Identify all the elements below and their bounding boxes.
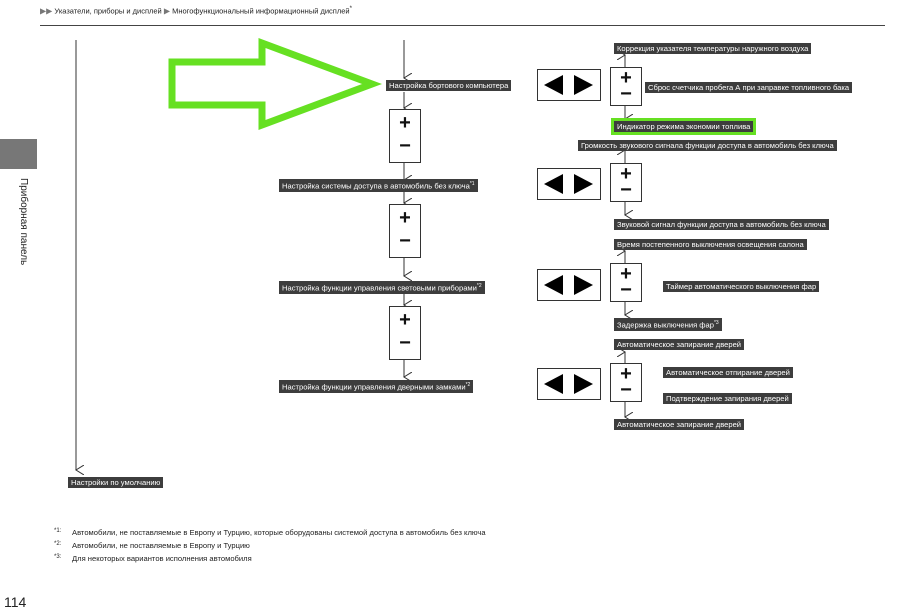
right-arrow-icon xyxy=(574,75,593,95)
section-label: Приборная панель xyxy=(18,178,29,266)
breadcrumb: ▶▶ Указатели, приборы и дисплей ▶ Многоф… xyxy=(40,5,352,16)
main-plus-minus-1[interactable]: +− xyxy=(389,109,421,163)
sub-plus-minus-1[interactable]: +− xyxy=(610,67,642,106)
menu-door-locks[interactable]: Настройка функции управления дверными за… xyxy=(279,380,474,393)
plus-icon: + xyxy=(399,309,411,331)
sub-interior-dimming-time[interactable]: Время постепенного выключения освещения … xyxy=(614,239,807,250)
sub-label: Звуковой сигнал функции доступа в автомо… xyxy=(617,220,826,229)
left-right-selector-2[interactable] xyxy=(537,168,601,200)
main-plus-minus-3[interactable]: +− xyxy=(389,306,421,360)
sub-label: Подтверждение запирания дверей xyxy=(666,394,789,403)
footnote-mark: *1: xyxy=(54,528,62,534)
minus-icon: − xyxy=(620,279,632,301)
sub-auto-door-unlock[interactable]: Автоматическое отпирание дверей xyxy=(663,367,793,378)
sub-label: Сброс счетчика пробега А при заправке то… xyxy=(648,83,850,92)
footnote-ref: *1 xyxy=(469,181,475,187)
main-plus-minus-2[interactable]: +− xyxy=(389,204,421,258)
plus-icon: + xyxy=(620,67,632,89)
footnote-text: Автомобили, не поставляемые в Европу и Т… xyxy=(72,528,486,537)
sub-auto-headlight-timer[interactable]: Таймер автоматического выключения фар xyxy=(663,281,820,292)
left-arrow-icon xyxy=(544,75,563,95)
sub-label: Громкость звукового сигнала функции дост… xyxy=(581,141,834,150)
sub-plus-minus-4[interactable]: +− xyxy=(610,363,642,402)
breadcrumb-mark: * xyxy=(349,5,353,12)
sub-label: Задержка выключения фар xyxy=(617,320,714,330)
sub-keyless-volume[interactable]: Громкость звукового сигнала функции дост… xyxy=(578,140,837,151)
breadcrumb-part1: Указатели, приборы и дисплей xyxy=(54,6,162,16)
sub-label: Таймер автоматического выключения фар xyxy=(666,282,817,291)
sub-label: Время постепенного выключения освещения … xyxy=(617,240,804,249)
sub-eco-indicator[interactable]: Индикатор режима экономии топлива xyxy=(610,118,757,135)
right-arrow-icon xyxy=(574,374,593,394)
sub-lock-confirmation[interactable]: Подтверждение запирания дверей xyxy=(663,393,792,404)
sub-auto-door-lock[interactable]: Автоматическое запирание дверей xyxy=(614,339,745,350)
sub-plus-minus-3[interactable]: +− xyxy=(610,263,642,302)
footnote-text: Для некоторых вариантов исполнения автом… xyxy=(72,554,252,563)
footnote-text: Автомобили, не поставляемые в Европу и Т… xyxy=(72,541,250,550)
page-number: 114 xyxy=(4,594,27,610)
footnote-3: *3: Для некоторых вариантов исполнения ав… xyxy=(54,554,252,563)
menu-defaults[interactable]: Настройки по умолчанию xyxy=(68,477,164,488)
menu-defaults-label: Настройки по умолчанию xyxy=(71,478,161,487)
footnote-ref: *3 xyxy=(713,320,719,326)
sub-plus-minus-2[interactable]: +− xyxy=(610,163,642,202)
menu-onboard-computer[interactable]: Настройка бортового компьютера xyxy=(386,80,512,91)
header-rule xyxy=(40,25,885,26)
sub-label: Автоматическое запирание дверей xyxy=(617,420,742,429)
left-right-selector-1[interactable] xyxy=(537,69,601,101)
sub-headlight-delay[interactable]: Задержка выключения фар*3 xyxy=(614,318,722,331)
sub-label: Коррекция указателя температуры наружног… xyxy=(617,44,809,53)
minus-icon: − xyxy=(399,332,411,354)
plus-icon: + xyxy=(399,207,411,229)
sub-keyless-beep[interactable]: Звуковой сигнал функции доступа в автомо… xyxy=(614,219,829,230)
double-triangle-icon: ▶▶ xyxy=(40,6,53,16)
minus-icon: − xyxy=(620,179,632,201)
sub-outside-temp-correction[interactable]: Коррекция указателя температуры наружног… xyxy=(614,43,812,54)
menu-door-locks-label: Настройка функции управления дверными за… xyxy=(282,382,466,392)
footnote-2: *2: Автомобили, не поставляемые в Европу … xyxy=(54,541,250,550)
left-right-selector-3[interactable] xyxy=(537,269,601,301)
menu-keyless-access[interactable]: Настройка системы доступа в автомобиль б… xyxy=(279,179,478,192)
left-right-selector-4[interactable] xyxy=(537,368,601,400)
sub-auto-door-lock-2[interactable]: Автоматическое запирание дверей xyxy=(614,419,745,430)
footnote-mark: *3: xyxy=(54,554,62,560)
minus-icon: − xyxy=(399,230,411,252)
minus-icon: − xyxy=(620,379,632,401)
left-arrow-icon xyxy=(544,374,563,394)
footnote-ref: *2 xyxy=(476,283,482,289)
plus-icon: + xyxy=(620,263,632,285)
minus-icon: − xyxy=(620,83,632,105)
footnote-mark: *2: xyxy=(54,541,62,547)
footnote-1: *1: Автомобили, не поставляемые в Европу … xyxy=(54,528,486,537)
plus-icon: + xyxy=(399,112,411,134)
plus-icon: + xyxy=(620,363,632,385)
section-tab xyxy=(0,139,37,169)
breadcrumb-part2: Многофункциональный информационный диспл… xyxy=(172,6,350,16)
footnote-ref: *2 xyxy=(465,382,471,388)
menu-lighting[interactable]: Настройка функции управления световыми п… xyxy=(279,281,485,294)
menu-keyless-access-label: Настройка системы доступа в автомобиль б… xyxy=(282,181,470,191)
triangle-icon: ▶ xyxy=(163,6,170,16)
left-arrow-icon xyxy=(544,275,563,295)
sub-label: Индикатор режима экономии топлива xyxy=(617,122,751,131)
right-arrow-icon xyxy=(574,275,593,295)
menu-lighting-label: Настройка функции управления световыми п… xyxy=(282,283,477,293)
minus-icon: − xyxy=(399,135,411,157)
sub-label: Автоматическое отпирание дверей xyxy=(666,368,790,377)
right-arrow-icon xyxy=(574,174,593,194)
sub-label: Автоматическое запирание дверей xyxy=(617,340,742,349)
left-arrow-icon xyxy=(544,174,563,194)
sub-trip-a-reset[interactable]: Сброс счетчика пробега А при заправке то… xyxy=(645,82,853,93)
plus-icon: + xyxy=(620,163,632,185)
menu-onboard-computer-label: Настройка бортового компьютера xyxy=(389,81,509,90)
highlight-arrow-icon xyxy=(168,37,383,131)
